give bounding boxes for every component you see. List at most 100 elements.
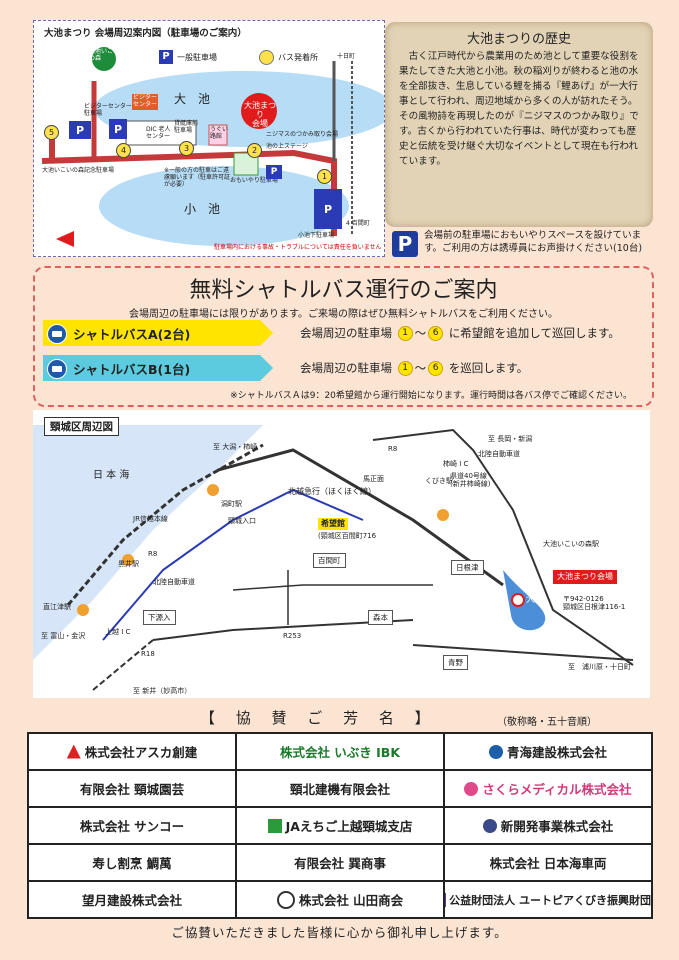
sponsor-name: 青海建設株式会社 (506, 745, 607, 760)
ja-logo-icon (267, 818, 282, 833)
label-kubikino: くびき駅 (425, 477, 453, 485)
venue-map: 大池まつり 会場周辺案内図（駐車場のご案内） P 一般駐車場 バス発着所 大 池… (33, 20, 385, 257)
label-hokuriku-exp: 北陸自動車道 (478, 450, 520, 458)
nijimasu-label: ニジマスのつかみ取り会場 (266, 131, 339, 138)
sakura-logo-icon (464, 781, 479, 796)
forest-park-label: 大池いこいの森 (89, 48, 120, 62)
route-a: シャトルバスA(2台) 会場周辺の駐車場 1〜6 に希望館を追加して巡回します。 (43, 320, 620, 346)
bus-stop-icon (259, 50, 274, 65)
sponsor-cell: 望月建設株式会社 (28, 881, 236, 918)
pond-small-label: 小 池 (184, 202, 221, 216)
label-hokuetsu: 北越急行（ほくほく線） (288, 487, 376, 496)
sponsor-name: 望月建設株式会社 (81, 893, 182, 908)
parking-note-text: 会場前の駐車場におもいやりスペースを設けています。ご利用の方は誘導員にお声掛けく… (424, 230, 643, 254)
sponsor-name: 新開発事業株式会社 (500, 819, 614, 834)
label-kakizaki-ic: 柿崎 I C (443, 460, 469, 468)
parking-note: P 会場前の駐車場におもいやりスペースを設けています。ご利用の方は誘導員にお声掛… (392, 229, 657, 257)
label-ooike: 大池 (526, 595, 545, 605)
sponsor-cell: JAえちご上越頸城支店 (236, 807, 444, 844)
label-naoetsu-sta: 直江津駅 (43, 603, 71, 611)
label-kibokan: 希望館 (318, 518, 348, 530)
route-b-from: 1 (397, 361, 413, 376)
shuttle-section: 無料シャトルバス運行のご案内 会場周辺の駐車場には限りがあります。ご来場の際はぜ… (33, 266, 654, 407)
sponsor-grid: 株式会社アスカ創建 株式会社 いぶき IBK 青海建設株式会社 有限会社 頸城園… (27, 732, 653, 919)
sponsor-name: 寿し割烹 鯛萬 (92, 856, 172, 871)
bus-stop-3: 3 (179, 141, 194, 156)
sponsor-name: 株式会社 サンコー (79, 819, 185, 834)
label-r8-top: R8 (388, 445, 398, 453)
route-b: シャトルバスB(1台) 会場周辺の駐車場 1〜6 を巡回します。 (43, 355, 528, 381)
sponsor-cell: 新開発事業株式会社 (444, 807, 652, 844)
sponsor-cell: 寿し割烹 鯛萬 (28, 844, 236, 881)
area-map: 頸城区周辺図 日 本 海 至 大潟・柿崎 R8 至 長岡・新潟 柿崎 I C 北… (33, 410, 650, 698)
stage-label: 池の上ステージ (266, 143, 308, 150)
legend-general-parking: P 一般駐車場 (159, 50, 217, 64)
sponsor-name: 公益財団法人 ユートピアくびき振興財団 (449, 893, 651, 907)
sponsor-name: 株式会社アスカ創建 (84, 745, 198, 760)
parking-visitor: P (69, 121, 91, 139)
history-body: 古く江戸時代から農業用のため池として重要な役割を果たしてきた大池と小池。秋の稲刈… (399, 51, 639, 167)
shuttle-title: 無料シャトルバス運行のご案内 (189, 278, 498, 303)
bus-icon (47, 359, 67, 379)
label-joetsu-ic: 上越 I C (105, 628, 131, 636)
sponsor-cell: 青海建設株式会社 (444, 733, 652, 770)
sponsor-cell: 頸北建機有限会社 (236, 770, 444, 807)
general-parking-note: ※一般の方の駐車はご遠慮願います（駐車許可証が必要） (164, 167, 231, 188)
sponsor-note: （敬称略・五十音順） (497, 717, 597, 728)
label-umashita: 馬正面 (363, 475, 384, 483)
label-kubiki-ic: 頸城入口 (228, 517, 256, 525)
north-label: 十日町 (337, 53, 356, 60)
legend-bus-stop: バス発着所 (259, 50, 318, 65)
sponsor-cell: 株式会社 山田商会 (236, 881, 444, 918)
caution-label: 駐車場内における事故・トラブルについては責任を負いません (214, 244, 382, 251)
label-morimoto: 森本 (368, 610, 393, 625)
label-festival-addr: 〒942-0126 頸城区日根津116-1 (563, 595, 626, 612)
sponsor-name: 株式会社 山田商会 (298, 893, 404, 908)
hall-label: 大池いこいの森記念駐車場 (42, 167, 115, 174)
route-a-to: 6 (428, 326, 444, 341)
route-b-label: シャトルバスB(1台) (73, 361, 191, 377)
venue-map-graphic (41, 47, 384, 247)
sponsor-cell: 有限会社 頸城園芸 (28, 770, 236, 807)
parking-icon: P (392, 231, 418, 257)
thanks-message: ご協賛いただきました皆様に心から御礼申し上げます。 (171, 925, 508, 940)
route-a-tilde: 〜 (414, 326, 427, 340)
visitor-lot-label: ビジターセンター 駐車場 (84, 103, 132, 117)
area-map-title: 頸城区周辺図 (44, 417, 119, 436)
parking-omoiyari: P (266, 165, 282, 179)
route-a-pre: 会場周辺の駐車場 (300, 326, 392, 340)
asuka-logo-icon (66, 744, 81, 759)
hyakken-label: 4 百間町 (346, 220, 370, 227)
sponsor-cell: 株式会社 サンコー (28, 807, 236, 844)
yamada-logo-icon (276, 890, 295, 909)
sponsor-cell: 株式会社 日本海車両 (444, 844, 652, 881)
route-b-post: を巡回します。 (448, 361, 529, 375)
sponsor-name: 頸北建機有限会社 (289, 782, 390, 797)
label-festival: 大池まつり会場 (553, 570, 617, 584)
sponsor-name: 株式会社 いぶき IBK (279, 745, 401, 760)
label-arai: 至 新井（妙高市） (133, 687, 192, 695)
label-aono: 青野 (443, 655, 468, 670)
label-ogata: 至 大潟・柿崎 (213, 443, 258, 451)
label-r18: R18 (141, 650, 155, 658)
sponsor-name: さくらメディカル株式会社 (482, 782, 632, 797)
bus-stop-1: 1 (317, 169, 332, 184)
route-a-from: 1 (397, 326, 413, 341)
legend-parking-label: 一般駐車場 (177, 52, 217, 62)
venue-map-title: 大池まつり 会場周辺案内図（駐車場のご案内） (44, 28, 247, 39)
bus-stop-5: 5 (44, 125, 59, 140)
parking-lower: P (314, 189, 342, 229)
route-b-desc: 会場周辺の駐車場 1〜6 を巡回します。 (300, 360, 528, 376)
sponsor-cell: さくらメディカル株式会社 (444, 770, 652, 807)
label-urakawara: 至 浦川原・十日町 (568, 663, 631, 671)
label-hyakkenmachi: 百間町 (313, 553, 346, 568)
route-a-label: シャトルバスA(2台) (73, 326, 191, 342)
lower-lot-label: 小池下駐車場 (298, 232, 335, 239)
bus-stop-2: 2 (247, 143, 262, 158)
ps-label: うぐい 路館 (210, 126, 229, 140)
label-ikoi-sta: 大池いこいの森駅 (543, 540, 599, 548)
history-title: 大池まつりの歴史 (466, 32, 571, 47)
shuttle-subtitle: 会場周辺の駐車場には限りがあります。ご来場の際はぜひ無料シャトルバスをご利用くだ… (129, 309, 558, 320)
label-kibokan-addr: (頸城区百間町716 (318, 532, 377, 540)
label-hokuriku-exp2: 北陸自動車道 (153, 578, 195, 586)
